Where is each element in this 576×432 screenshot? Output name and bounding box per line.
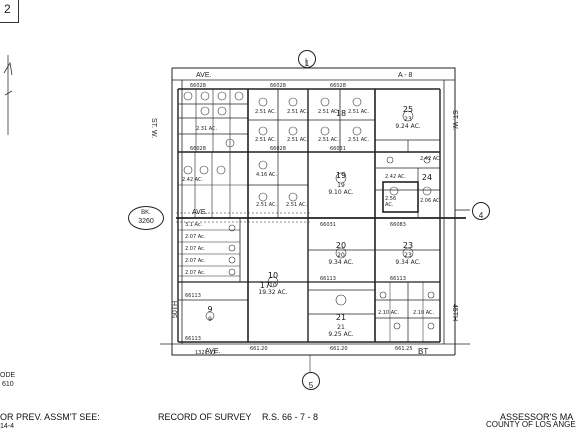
parcel-number: 23 xyxy=(403,241,413,250)
sheet-marker-right-label: 4 xyxy=(478,211,484,220)
parcel-sub-number: 19 xyxy=(337,182,345,189)
svg-text:AC.: AC. xyxy=(385,202,394,208)
parcel-sub-number: 20 xyxy=(337,252,345,259)
parcel-sub-number: 10 xyxy=(269,282,277,289)
street-50th: 50TH xyxy=(172,300,179,318)
street-45th: 45TH xyxy=(451,304,458,322)
svg-text:1321.11: 1321.11 xyxy=(195,350,216,356)
parcel-area: 9.10 AC. xyxy=(328,189,353,196)
footer-record-of-survey: RECORD OF SURVEY xyxy=(158,412,252,422)
svg-text:2.07 Ac.: 2.07 Ac. xyxy=(185,234,206,240)
parcel-area: 9.34 AC. xyxy=(328,259,353,266)
parcel-number: 24 xyxy=(422,173,432,182)
svg-text:66083: 66083 xyxy=(390,222,406,228)
north-arrow-icon xyxy=(3,55,13,135)
footer-prior-ref: OR PREV. ASSM'T SEE: xyxy=(0,412,100,422)
parcel-number: 19 xyxy=(336,171,346,180)
svg-text:66031: 66031 xyxy=(330,146,346,152)
svg-text:2.56: 2.56 xyxy=(385,196,396,202)
svg-text:66028: 66028 xyxy=(190,83,206,89)
margin-code: ODE xyxy=(0,372,16,379)
svg-text:2.07 Ac.: 2.07 Ac. xyxy=(185,246,206,252)
svg-text:4.16 AC.: 4.16 AC. xyxy=(256,172,278,178)
parcel-sub-number: 23 xyxy=(404,252,412,259)
svg-text:2.51 AC.: 2.51 AC. xyxy=(286,202,308,208)
parcel-number: 9 xyxy=(207,305,212,314)
street-ave-top: AVE. xyxy=(196,72,212,79)
book-reference-oval[interactable]: BK. 3260 xyxy=(128,206,164,230)
sheet-marker-top[interactable]: 1 xyxy=(298,50,316,68)
svg-text:2.42 AC.: 2.42 AC. xyxy=(385,174,407,180)
svg-text:66028: 66028 xyxy=(270,146,286,152)
street-bt: BT xyxy=(418,347,429,356)
svg-text:2.51 AC.: 2.51 AC. xyxy=(256,202,278,208)
sheet-marker-right[interactable]: 4 xyxy=(472,202,490,220)
svg-text:2.51 AC.: 2.51 AC. xyxy=(255,109,277,115)
svg-text:2.42 AC.: 2.42 AC. xyxy=(420,156,442,162)
svg-text:2.31 AC.: 2.31 AC. xyxy=(196,126,218,132)
svg-text:661.20: 661.20 xyxy=(250,346,268,352)
map-outer-frame xyxy=(171,68,455,356)
parcel-number: 17 xyxy=(260,281,270,290)
svg-text:2.10 AC.: 2.10 AC. xyxy=(413,310,435,316)
svg-text:66028: 66028 xyxy=(190,146,206,152)
svg-text:661.20: 661.20 xyxy=(330,346,348,352)
book-label: BK. xyxy=(141,210,151,216)
footer-rs-number: R.S. 66 - 7 - 8 xyxy=(262,412,319,422)
street-a8: A - 8 xyxy=(398,72,413,79)
parcel-number: 21 xyxy=(336,313,346,322)
sheet-marker-bottom-label: 5 xyxy=(308,381,314,390)
svg-text:2.51 AC.: 2.51 AC. xyxy=(287,109,309,115)
footer-county: COUNTY OF LOS ANGEL xyxy=(486,420,576,429)
footer-prior-ref-num: 14-4 xyxy=(0,423,15,430)
svg-text:66113: 66113 xyxy=(320,276,336,282)
street-ave-left: AVE. xyxy=(192,209,208,216)
parcel-number: 20 xyxy=(336,241,346,250)
parcel-area: 9.34 AC. xyxy=(395,259,420,266)
book-number: 3260 xyxy=(138,218,154,225)
page-number: 2 xyxy=(4,2,11,16)
svg-text:66113: 66113 xyxy=(185,336,201,342)
parcel-area: 19.32 AC. xyxy=(258,289,287,296)
street-st-w-left: ST. W. xyxy=(150,118,157,139)
svg-text:2.51 AC.: 2.51 AC. xyxy=(348,137,370,143)
footer-assessor: ASSESSOR'S MA xyxy=(500,412,574,422)
svg-text:66113: 66113 xyxy=(185,293,201,299)
page-number-box: 2 xyxy=(0,0,19,23)
svg-text:2.06 AC.: 2.06 AC. xyxy=(420,198,442,204)
svg-text:2.10 AC.: 2.10 AC. xyxy=(378,310,400,316)
parcel-number: 25 xyxy=(403,105,413,114)
svg-text:66031: 66031 xyxy=(320,222,336,228)
svg-text:2.51 AC.: 2.51 AC. xyxy=(348,109,370,115)
sheet-marker-top-label: 1 xyxy=(304,59,310,68)
svg-text:2.51 AC.: 2.51 AC. xyxy=(255,137,277,143)
svg-text:2.51 AC.: 2.51 AC. xyxy=(318,137,340,143)
margin-num: 610 xyxy=(2,381,14,388)
svg-text:3.1 Ac.: 3.1 Ac. xyxy=(185,222,203,228)
svg-text:2.07 Ac.: 2.07 Ac. xyxy=(185,270,206,276)
svg-text:66113: 66113 xyxy=(390,276,406,282)
parcel-sub-number: 23 xyxy=(404,116,412,123)
svg-text:2.51 AC.: 2.51 AC. xyxy=(287,137,309,143)
parcel-number: 10 xyxy=(268,271,278,280)
svg-text:661.25: 661.25 xyxy=(395,346,413,352)
svg-text:2.07 Ac.: 2.07 Ac. xyxy=(185,258,206,264)
parcel-sub-number: 21 xyxy=(337,324,345,331)
parcel-number: 18 xyxy=(336,109,346,118)
sheet-marker-bottom[interactable]: 5 xyxy=(302,372,320,390)
svg-text:66028: 66028 xyxy=(270,83,286,89)
parcel-area: 9.24 AC. xyxy=(395,123,420,130)
svg-text:2.51 AC.: 2.51 AC. xyxy=(318,109,340,115)
parcel-area: 9.25 AC. xyxy=(328,331,353,338)
street-ave-bottom: AVE. xyxy=(205,348,221,355)
svg-text:66028: 66028 xyxy=(330,83,346,89)
svg-text:2.42 AC.: 2.42 AC. xyxy=(182,177,204,183)
parcel-sub-number: 9 xyxy=(208,316,212,323)
street-st-w-right: ST. W. xyxy=(451,110,458,131)
